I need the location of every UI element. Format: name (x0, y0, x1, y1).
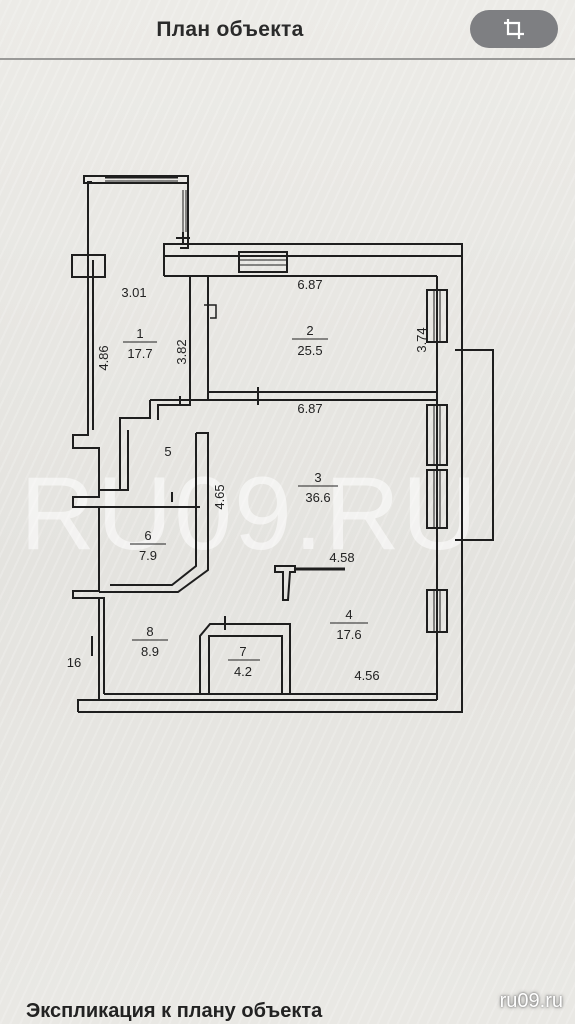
room-4-number: 4 (345, 607, 352, 622)
room-1-area: 17.7 (127, 346, 152, 361)
room-2-area: 25.5 (297, 343, 322, 358)
room-7-number: 7 (239, 644, 246, 659)
room-8-area: 8.9 (141, 644, 159, 659)
room-7-area: 4.2 (234, 664, 252, 679)
dim-room2-bottom: 6.87 (297, 401, 322, 416)
dim-left-edge: 16 (67, 655, 81, 670)
room-4-area: 17.6 (336, 627, 361, 642)
crop-icon (504, 19, 524, 39)
dim-room1-top: 3.01 (121, 285, 146, 300)
room-1-number: 1 (136, 326, 143, 341)
crop-button[interactable] (470, 10, 558, 48)
dim-room2-right: 3.74 (414, 327, 429, 352)
page-title: План объекта (156, 18, 304, 41)
room-2-number: 2 (306, 323, 313, 338)
room-6-number: 6 (144, 528, 151, 543)
room-3-number: 3 (314, 470, 321, 485)
watermark: RU09.RU (20, 456, 479, 572)
dim-room3-bottom: 4.58 (329, 550, 354, 565)
room-5-number: 5 (164, 444, 171, 459)
dim-corridor-height: 4.65 (212, 484, 227, 509)
dim-room1-right: 3.82 (174, 339, 189, 364)
room-3-area: 36.6 (305, 490, 330, 505)
room-6-area: 7.9 (139, 548, 157, 563)
site-watermark: ru09.ru (499, 990, 563, 1012)
dim-room4-bottom: 4.56 (354, 668, 379, 683)
room-8-number: 8 (146, 624, 153, 639)
section-title: Экспликация к плану объекта (26, 1000, 323, 1022)
dim-room1-left: 4.86 (96, 345, 111, 370)
dim-room2-top: 6.87 (297, 277, 322, 292)
header-divider (0, 58, 575, 60)
